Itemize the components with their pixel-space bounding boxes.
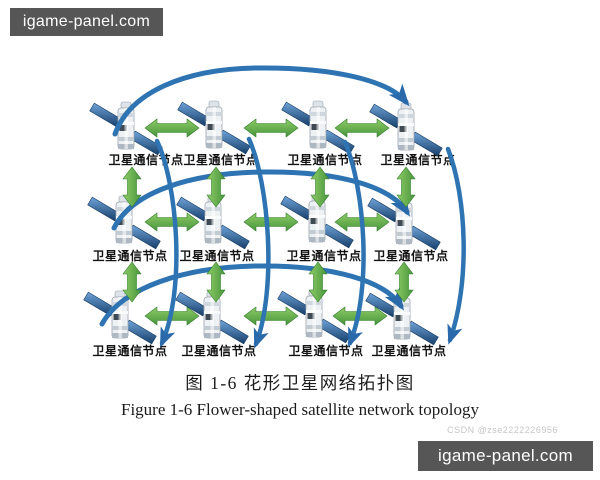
- satellite-icon: [89, 101, 163, 156]
- wrap-arc-col-3: [342, 139, 366, 348]
- satellite-icon: [369, 102, 443, 157]
- isl-vertical-arrow: [122, 261, 142, 303]
- wrap-arc-row-2: [111, 169, 411, 231]
- satellite-icon: [365, 291, 439, 346]
- satellite-icon: [367, 196, 441, 251]
- node-label: 卫星通信节点: [183, 153, 259, 167]
- satellite-icon: [280, 194, 354, 249]
- isl-horizontal-arrow: [144, 212, 200, 232]
- satellite-icon: [175, 290, 249, 345]
- node-label: 卫星通信节点: [179, 249, 255, 263]
- node-label: 卫星通信节点: [371, 344, 447, 358]
- watermark-top-left: igame-panel.com: [10, 8, 163, 36]
- satellite-icon: [87, 195, 161, 250]
- wrap-arc-col-2: [246, 136, 271, 349]
- isl-vertical-arrow: [206, 166, 226, 208]
- isl-horizontal-arrow: [144, 118, 200, 138]
- node-label: 卫星通信节点: [286, 249, 362, 263]
- isl-horizontal-arrow: [334, 212, 390, 232]
- figure-caption-english: Figure 1-6 Flower-shaped satellite netwo…: [120, 400, 479, 419]
- isl-vertical-arrow: [394, 261, 414, 303]
- wrap-arc-col-1: [154, 138, 179, 348]
- isl-horizontal-arrow: [144, 306, 200, 326]
- node-label: 卫星通信节点: [287, 153, 363, 167]
- isl-vertical-arrow: [206, 261, 226, 303]
- isl-horizontal-arrow: [334, 118, 390, 138]
- isl-vertical-arrow: [310, 166, 330, 208]
- isl-horizontal-arrow: [243, 118, 299, 138]
- node-label: 卫星通信节点: [181, 344, 257, 358]
- isl-horizontal-arrow: [243, 306, 299, 326]
- satellite-icon: [277, 289, 351, 344]
- satellite-icon: [176, 195, 250, 250]
- node-label: 卫星通信节点: [373, 249, 449, 263]
- isl-vertical-arrow: [122, 166, 142, 208]
- satellite-icon: [281, 100, 355, 155]
- figure-caption-chinese: 图 1-6 花形卫星网络拓扑图: [185, 373, 415, 393]
- isl-horizontal-arrow: [243, 212, 299, 232]
- isl-horizontal-arrow: [332, 306, 388, 326]
- node-label: 卫星通信节点: [92, 344, 168, 358]
- wrap-arc-row-1: [112, 65, 410, 137]
- wrap-arc-row-3: [99, 263, 404, 327]
- watermark-bottom-right: igame-panel.com: [418, 441, 593, 471]
- isl-vertical-arrow: [308, 261, 328, 303]
- satellite-icon: [83, 290, 157, 345]
- node-label: 卫星通信节点: [380, 153, 456, 167]
- satellite-icon: [177, 100, 251, 155]
- isl-vertical-arrow: [396, 166, 416, 208]
- node-label: 卫星通信节点: [288, 344, 364, 358]
- watermark-csdn: CSDN @zse2222226956: [447, 425, 558, 435]
- wrap-arc-col-4: [445, 146, 466, 345]
- node-label: 卫星通信节点: [92, 249, 168, 263]
